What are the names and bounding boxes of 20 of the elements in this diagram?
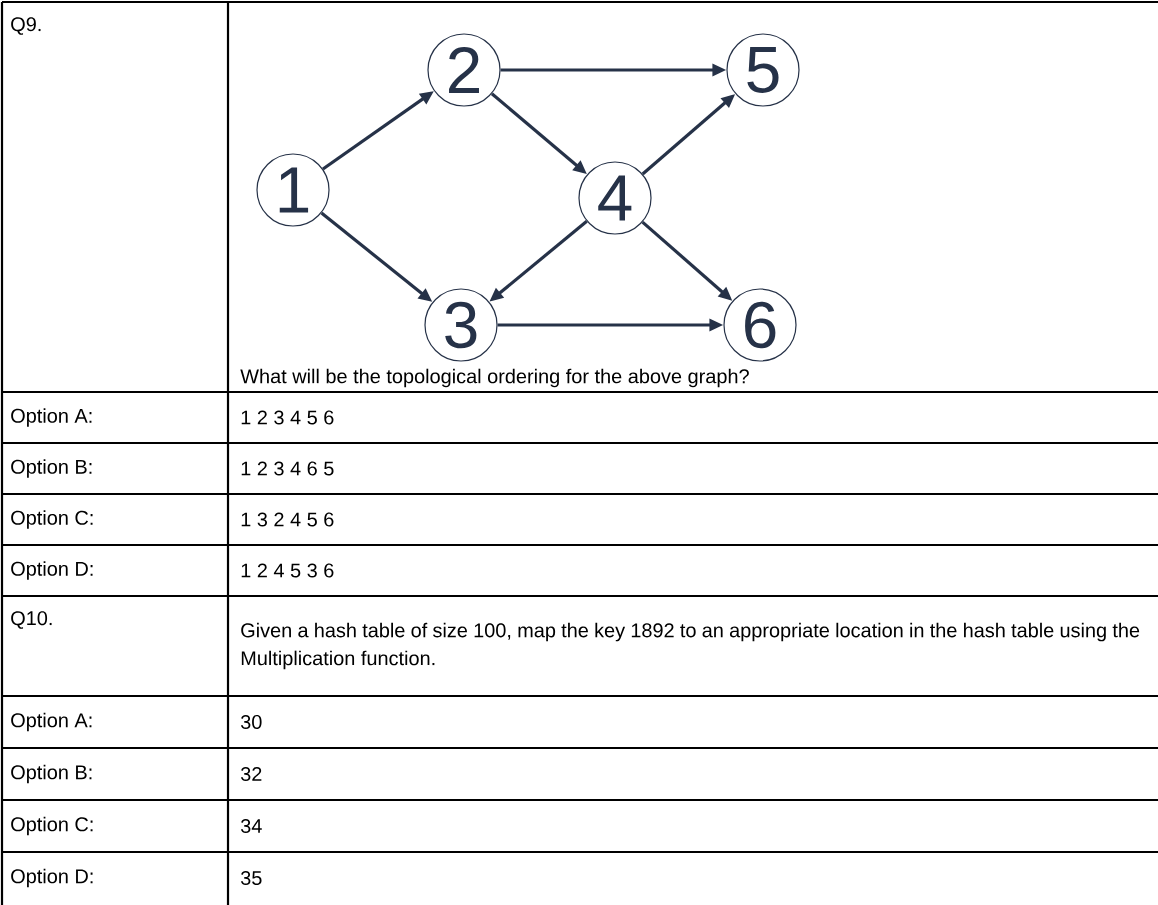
- option-answer: 1 3 2 4 5 6: [241, 512, 334, 527]
- option-answer: 35: [240, 870, 262, 886]
- option-answer: 1 2 3 4 5 6: [241, 410, 334, 425]
- option-label: Option D:: [11, 561, 93, 580]
- option-label: Option B:: [11, 459, 92, 478]
- option-answer: 32: [240, 766, 262, 782]
- option-answer: 1 2 3 4 6 5: [241, 461, 334, 476]
- option-label: Option C:: [11, 510, 93, 529]
- option-answer: 1 2 4 5 3 6: [241, 563, 334, 578]
- option-answer: 34: [240, 818, 262, 834]
- question-number: Q10.: [11, 611, 52, 629]
- option-label: Option D:: [11, 868, 93, 888]
- option-label: Option C:: [11, 816, 93, 836]
- option-label: Option B:: [11, 764, 92, 784]
- question-number: Q9.: [11, 17, 41, 35]
- option-label: Option A:: [11, 408, 92, 427]
- option-label: Option A:: [11, 712, 92, 732]
- option-answer: 30: [240, 714, 262, 730]
- question-text: What will be the topological ordering for the above graph?: [240, 368, 749, 388]
- question-text: Given a hash table of size 100, map the key 1892 to an appropriate location in the hash table using the Multiplication function.: [241, 622, 1140, 670]
